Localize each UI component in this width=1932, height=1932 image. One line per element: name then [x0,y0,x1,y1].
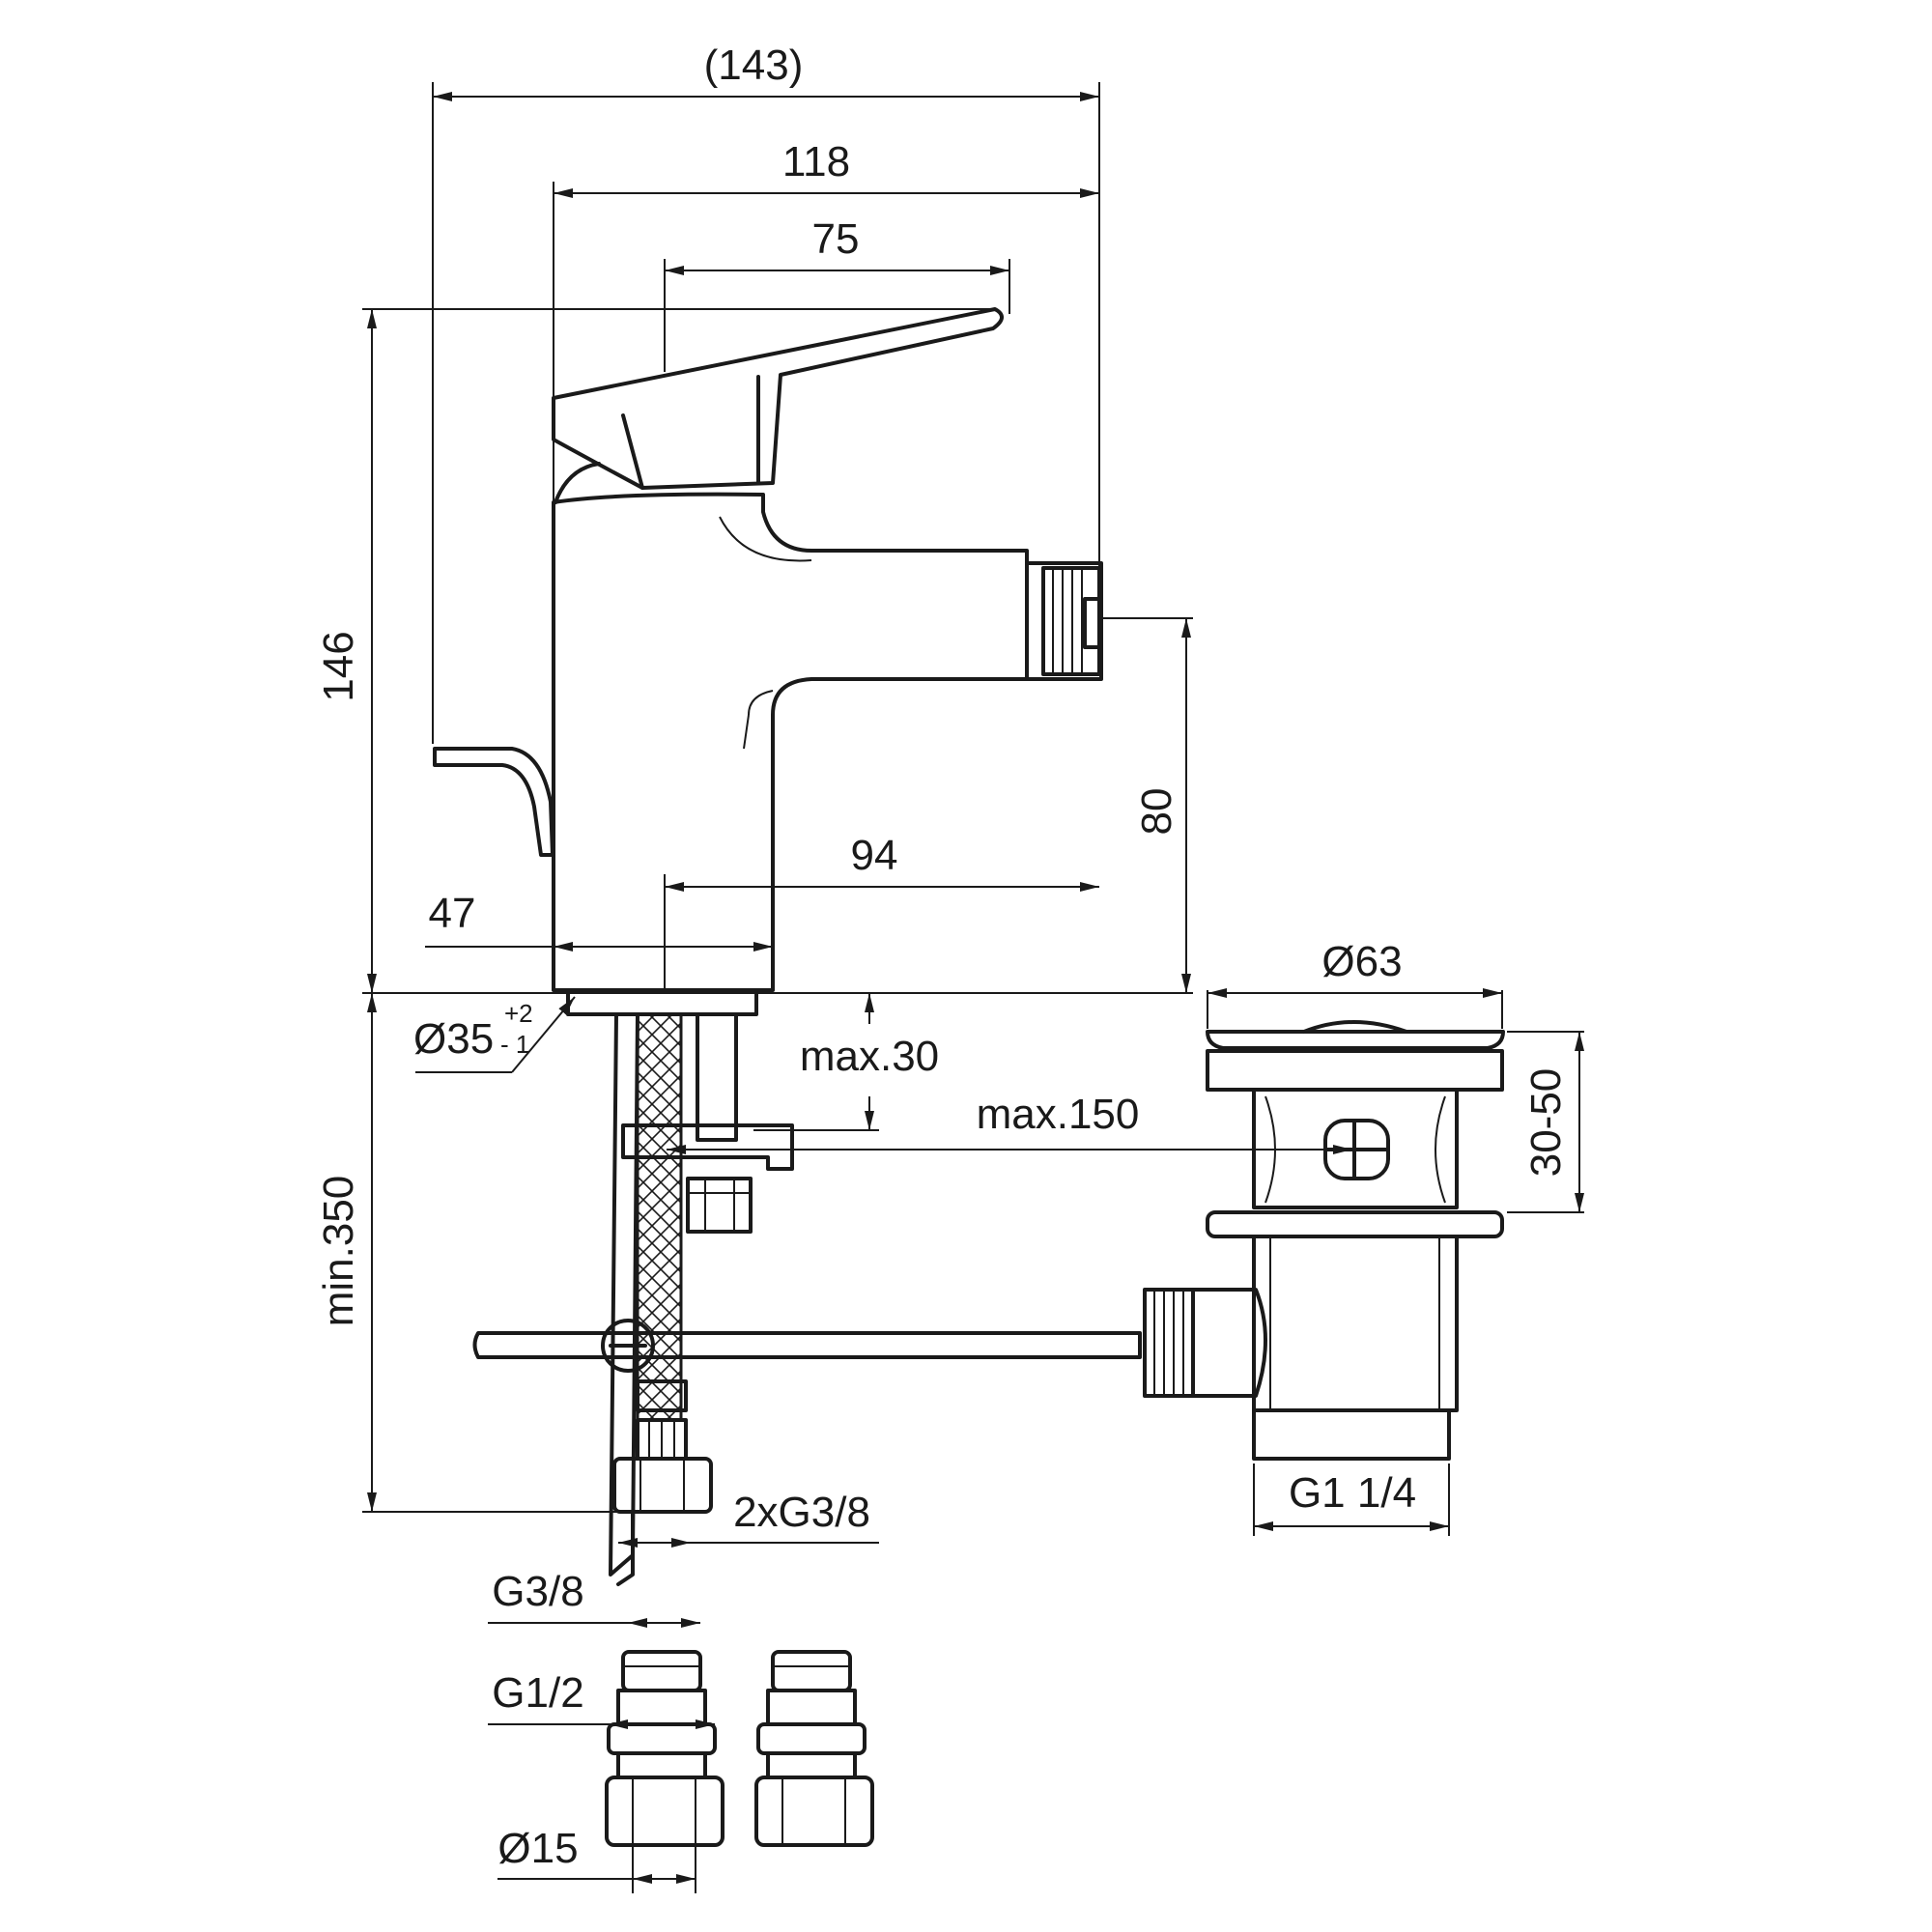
dim-valve-thread-top: G3/8 [492,1568,583,1615]
dim-waste-diameter: Ø63 [1321,938,1402,985]
fixing-nut [686,1177,753,1234]
dimension-labels: (143) 118 75 146 80 94 47 Ø35 +2 - 1 max… [315,42,1570,1872]
rod-clamp [601,1319,655,1373]
dim-spout-reach: 94 [851,832,898,879]
dim-lever-width: 75 [812,215,860,263]
pop-up-waste [1143,1020,1505,1461]
dim-body-width: 118 [782,138,850,185]
lever-handle [552,307,1004,490]
dim-valve-thread-mid: G1/2 [492,1669,583,1717]
dim-height: 146 [315,631,362,701]
dim-hole-tol-lower: - 1 [500,1030,529,1059]
dim-valve-pipe: Ø15 [497,1825,578,1872]
isolation-valve-right [754,1650,874,1847]
dim-waste-thread: G1 1/4 [1289,1469,1416,1517]
dim-waste-height: 30-50 [1522,1068,1570,1178]
dim-deck-thickness: max.30 [800,1033,939,1080]
dim-rod-length: max.150 [977,1091,1140,1138]
dim-hole-diameter: Ø35 [413,1015,494,1063]
dim-hole-tol-upper: +2 [504,999,533,1028]
dim-overall-width: (143) [704,42,804,89]
mixer-main-body [552,492,1029,992]
hose-nut [612,1457,713,1514]
popup-knob [433,747,554,857]
under-deck-assembly [472,1012,1142,1586]
dim-spout-height: 80 [1133,788,1180,836]
waste-flange [1206,1049,1504,1092]
dimension-lines [362,82,1584,1893]
dim-hose-length: min.350 [315,1176,362,1327]
mixer-body [433,307,1103,1016]
waste-plug [1206,1030,1505,1050]
dim-hose-thread: 2xG3/8 [733,1489,870,1536]
spout-nozzle [1025,561,1103,681]
braided-hose [636,1012,683,1422]
pull-rod [472,1331,1142,1359]
isolation-valve-left [605,1650,724,1847]
dim-base-offset: 47 [429,890,476,937]
